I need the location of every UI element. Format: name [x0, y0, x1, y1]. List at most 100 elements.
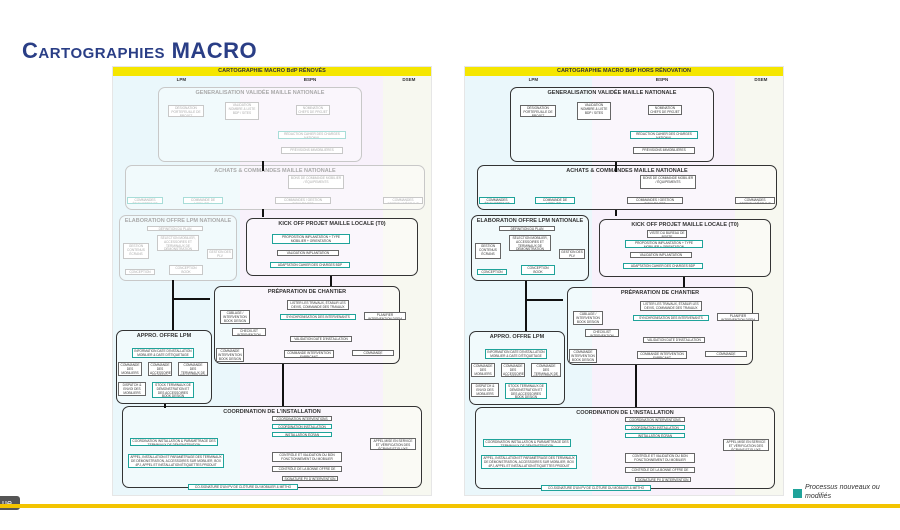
box-validation: VALIDATION NOMBRE & LISTE BDP / SITES [577, 102, 611, 120]
box-checklist: CHECKLIST INTERVENTION FABRICANT [585, 329, 619, 337]
box-commandes-dsem: COMMANDES GESTION D'ÉCRANS ET SUPPORTS [735, 197, 775, 204]
box-appel-installation: APPEL, INSTALLATION ET PARAMÉTRAGE DES T… [481, 455, 577, 469]
box-redaction: RÉDACTION CAHIER DES CHARGES NATIONAL [630, 131, 698, 139]
box-coord-interventions: COORDINATION INTERVENTIONS TRAVAUX [272, 416, 332, 421]
box-stock-terminaux: STOCK TERMINAUX DE DÉMONSTRATION ET DES … [505, 383, 547, 399]
box-envoi-mobiliers: DISPATCH & ENVOI DES MOBILIERS [471, 383, 499, 397]
box-commande-accessoires: COMMANDE DES ACCESSOIRES DE STOCK LOCAL [501, 363, 525, 377]
box-validation: VALIDATION NOMBRE & LISTE BDP / SITES [225, 102, 259, 120]
legend-label: Processus nouveaux ou modifiés [805, 484, 880, 500]
lane-label-bdpn: BSPN [303, 77, 317, 82]
box-selection-mobilier: SÉLECTION MOBILIER, ACCESSOIRES ET TERMI… [509, 235, 551, 251]
box-signature-pv: SIGNATURE PV D'INTERVENTION [635, 477, 691, 482]
box-definition-offre: DÉFINITION DU PLAN MARKETING [499, 226, 555, 231]
box-signature-finale: CO-SIGNATURE D'UN PV DE CLÔTURE DU MOBIL… [541, 485, 651, 491]
phase-title: GENERALISATION VALIDÉE MAILLE NATIONALE [547, 90, 677, 96]
box-gestion-contenus: GESTION CONTENUS ÉCRANS [123, 243, 149, 259]
box-controle-conformite: CONTRÔLE DE LA BONNE OFFRE DE L'OFFRE [625, 467, 695, 473]
box-validation-implantation: VALIDATION IMPLANTATION [277, 250, 339, 256]
box-coord-plv: COORDINATION INSTALLATION & PARAMÉTRAGE … [130, 438, 218, 446]
flow-arrow [172, 280, 174, 330]
box-gestion-licences: COMMANDES / GESTION D'OUVRAGES [627, 197, 683, 204]
flow-arrow [525, 281, 527, 331]
box-bons-commande: BONS DE COMMANDE MOBILIER / ÉQUIPEMENTS [640, 175, 696, 189]
box-controle-conformite: CONTRÔLE DE LA BONNE OFFRE DE L'OFFRE [272, 466, 342, 472]
box-commande-mobilier: COMMANDE DE MOBILIER + SIGNALÉTIQUE [535, 197, 575, 204]
box-lister-travaux: LISTER LES TRAVAUX, ÉTABLIR LES DEVIS, C… [287, 300, 349, 310]
box-commande-fabricant: COMMANDE INTERVENTION FABRICANT [637, 351, 687, 359]
phase-title: ACHATS & COMMANDES MAILLE NATIONALE [214, 168, 336, 174]
cartography-non-renovated: CARTOGRAPHIE MACRO BdP HORS RÉNOVATION L… [464, 66, 784, 496]
box-validation-implantation: VALIDATION IMPLANTATION [630, 252, 692, 258]
box-commande-mobiliers: COMMANDE DES MOBILIERS [118, 362, 142, 376]
flow-arrow [164, 404, 166, 408]
box-planifier-intervention: PLANIFIER INTERVENTION DSEM [717, 313, 759, 321]
box-appel-service: APPEL MISE EN SERVICE ET VÉRIFICATION DE… [723, 439, 769, 451]
box-signature-pv: SIGNATURE PV D'INTERVENTION [282, 476, 338, 481]
box-checklist: CHECKLIST INTERVENTION FABRICANT [232, 328, 266, 336]
box-proposition: PROPOSITION IMPLANTATION + TYPE MOBILIER… [272, 234, 350, 244]
box-adaptation-cdc: ADAPTATION CAHIER DES CHARGES BDP [623, 263, 703, 269]
flow-arrow [615, 210, 617, 216]
box-commande-accessoires: COMMANDE DES ACCESSOIRES DE STOCK LOCAL [148, 362, 172, 376]
box-adaptation-cdc: ADAPTATION CAHIER DES CHARGES BDP [270, 262, 350, 268]
box-coord-interventions: COORDINATION INTERVENTIONS TRAVAUX [625, 417, 685, 422]
phase-title: PRÉPARATION DE CHANTIER [620, 290, 700, 296]
flow-arrow [282, 364, 284, 406]
box-commande-terminaux: COMMANDE DES TERMINAUX DE DÉMONSTRATION [531, 363, 561, 377]
box-controle-validation: CONTRÔLE ET VALIDATION DU BON FONCTIONNE… [625, 453, 695, 463]
lane-lpm [113, 76, 241, 495]
phase-title: COORDINATION DE L'INSTALLATION [223, 409, 321, 415]
box-coord-installation-mobilier: COORDINATION INSTALLATION MOBILIER [625, 425, 685, 430]
phase-title: APPRO. OFFRE LPM [489, 334, 545, 340]
box-cablage: CÂBLAGE / INTERVENTION BOOK DESIGN [573, 311, 603, 325]
cartography-renovated: CARTOGRAPHIE MACRO BdP RÉNOVÉS LPM BSPN … [112, 66, 432, 496]
lane-label-lpm: LPM [176, 77, 187, 82]
box-planifier-intervention: PLANIFIER INTERVENTION DSEM [364, 312, 406, 320]
box-coord-installation-mobilier: COORDINATION INSTALLATION MOBILIER [272, 424, 332, 429]
phase-title: APPRO. OFFRE LPM [136, 333, 192, 339]
box-conception-etiquettes: CONCEPTION ÉTIQUETTES [477, 269, 507, 275]
phase-title: COORDINATION DE L'INSTALLATION [576, 410, 674, 416]
box-prevision: PRÉVISIONS IMMOBILIÈRES [281, 147, 343, 154]
phase-title: ACHATS & COMMANDES MAILLE NATIONALE [566, 168, 688, 174]
box-commande-terminaux: COMMANDE DES TERMINAUX DE DÉMONSTRATION [178, 362, 208, 376]
phase-title: KICK OFF PROJET MAILLE LOCALE (T0) [278, 221, 386, 227]
box-commande-fabricant: COMMANDE INTERVENTION FABRICANT [284, 350, 334, 358]
box-nomination: NOMINATION CHEFS DE PROJET [296, 105, 330, 115]
box-nomination: NOMINATION CHEFS DE PROJET [648, 105, 682, 115]
box-redaction: RÉDACTION CAHIER DES CHARGES NATIONAL [278, 131, 346, 139]
lane-dsem [383, 76, 431, 495]
lane-lpm [465, 76, 593, 495]
phase-title: KICK OFF PROJET MAILLE LOCALE (T0) [631, 222, 739, 228]
box-appel-service: APPEL MISE EN SERVICE ET VÉRIFICATION DE… [370, 438, 416, 450]
flow-arrow [262, 209, 264, 217]
box-conception-merch: CONCEPTION BOOK MERCHANDISING [169, 265, 203, 275]
box-proposition: PROPOSITION IMPLANTATION + TYPE MOBILIER… [625, 240, 703, 248]
box-gestion-contenus: GESTION CONTENUS ÉCRANS [475, 243, 501, 259]
flow-arrow [683, 277, 685, 287]
flow-arrow [330, 276, 332, 286]
box-commandes-lpm: COMMANDES ÉTIQUETTES ET MOBILIER [127, 197, 163, 204]
box-commandes-dsem: COMMANDES GESTION D'ÉCRANS ET SUPPORTS [383, 197, 423, 204]
cartography-header: CARTOGRAPHIE MACRO BdP RÉNOVÉS [113, 67, 431, 76]
box-information-date: INFORMATION DATE D'INSTALLATION MOBILIER… [132, 348, 194, 358]
box-conception-etiquettes: CONCEPTION ÉTIQUETTES [125, 269, 155, 275]
flow-arrow [262, 161, 264, 171]
lane-dsem [735, 76, 783, 495]
cartography-header: CARTOGRAPHIE MACRO BdP HORS RÉNOVATION [465, 67, 783, 76]
box-gestion-licences: COMMANDES / GESTION D'OUVRAGES [275, 197, 331, 204]
box-gestion-plv: GESTION DES PLV [207, 249, 233, 259]
box-bons-commande: BONS DE COMMANDE MOBILIER / ÉQUIPEMENTS [288, 175, 344, 189]
box-synchro-intervenants: SYNCHRONISATION DES INTERVENANTS [280, 314, 356, 320]
lane-label-bdpn: BSPN [655, 77, 669, 82]
box-visite-bureau: VISITE DU BUREAU DE POSTE [647, 230, 687, 238]
cartography-renovated-active: KICK OFF PROJET MAILLE LOCALE (T0) PROPO… [112, 66, 432, 496]
phase-title: PRÉPARATION DE CHANTIER [267, 289, 347, 295]
box-information-date: INFORMATION DATE D'INSTALLATION MOBILIER… [485, 349, 547, 359]
box-envoi-mobiliers: DISPATCH & ENVOI DES MOBILIERS [118, 382, 146, 396]
box-commande-intervention: COMMANDE INTERVENTION BOOK DESIGN [569, 349, 597, 363]
box-validation-installation: VALIDATION DATE D'INSTALLATION [643, 337, 705, 343]
legend-swatch [793, 489, 802, 498]
lane-label-dsem: DSEM [402, 77, 416, 82]
